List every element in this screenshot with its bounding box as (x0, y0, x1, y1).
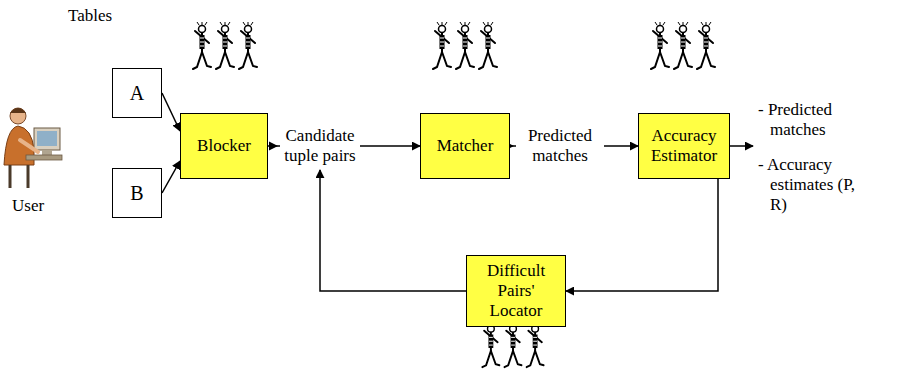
user-icon (4, 108, 62, 188)
process-box: Blocker (180, 113, 268, 179)
box-text: A (130, 83, 144, 103)
arrowhead (269, 142, 278, 151)
box-text: B (130, 183, 143, 203)
process-box: Difficult Pairs' Locator (466, 255, 566, 327)
box-text: Accuracy Estimator (645, 126, 723, 166)
connector-arrow (162, 93, 180, 131)
people-figures (651, 22, 715, 69)
actor-label: User (12, 196, 72, 216)
process-box: Matcher (420, 113, 510, 179)
caption-label: Tables (68, 6, 138, 26)
people-figures (193, 22, 257, 69)
process-box: Accuracy Estimator (638, 113, 730, 179)
edge-label: Predicted matches (516, 125, 604, 167)
box-text: Difficult Pairs' Locator (473, 261, 559, 321)
output-label: - Accuracy estimates (P, R) (758, 155, 873, 215)
connector-arrow (566, 179, 718, 291)
people-figures (433, 22, 497, 69)
table-box: A (112, 68, 162, 118)
box-text: Matcher (437, 136, 494, 156)
output-label: - Predicted matches (758, 100, 873, 140)
table-box: B (112, 168, 162, 218)
output-arrow (730, 145, 753, 147)
feedback-arrow (320, 170, 466, 291)
people-figures (482, 322, 544, 367)
box-text: Blocker (197, 136, 251, 156)
connector-arrow (162, 161, 180, 193)
edge-label: Candidate tuple pairs (280, 125, 360, 167)
